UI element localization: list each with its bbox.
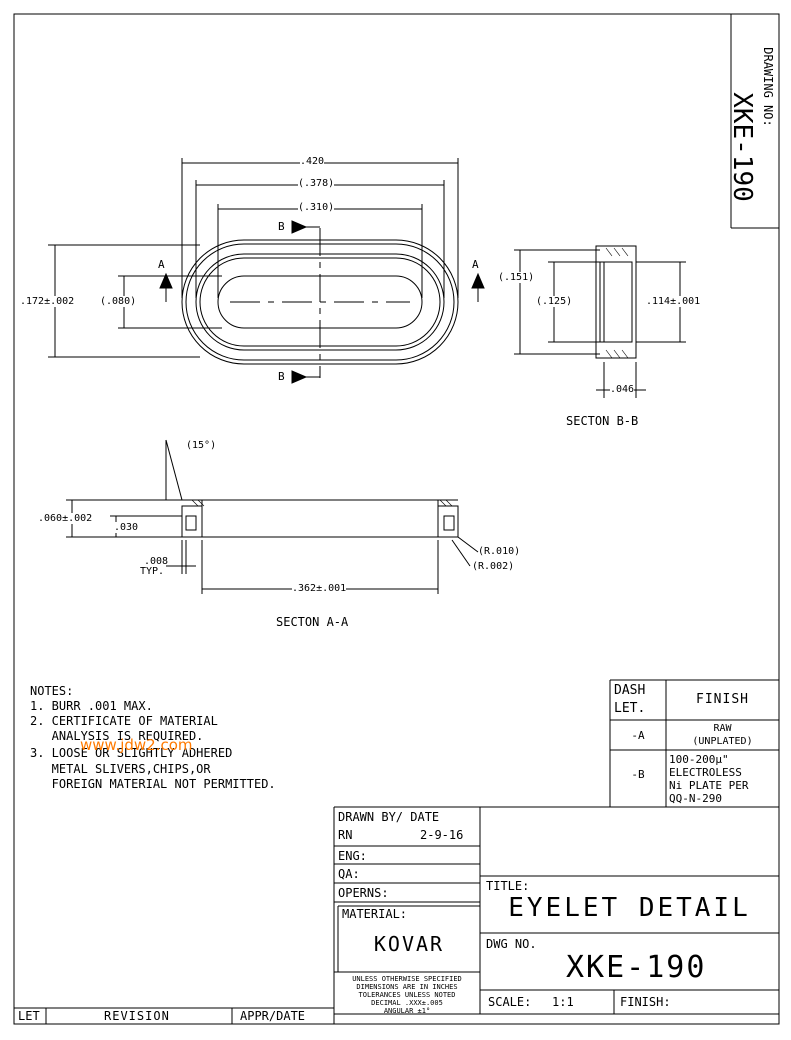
note-line-1: 1. BURR .001 MAX. <box>30 699 153 713</box>
section-mark-b-bottom: B <box>278 370 285 383</box>
revision-let-header: LET <box>18 1009 40 1023</box>
plan-view <box>181 228 459 378</box>
dim-362: .362±.001 <box>292 583 347 594</box>
finish-row-b-value: 100-200µ" ELECTROLESS Ni PLATE PER QQ-N-… <box>669 753 749 805</box>
eng-label: ENG: <box>338 849 367 863</box>
note-line-4: 3. LOOSE OR SLIGHTLY ADHERED <box>30 746 233 760</box>
dim-378: (.378) <box>298 178 335 189</box>
finish-header: FINISH <box>696 692 749 707</box>
tolerance-note: UNLESS OTHERWISE SPECIFIED DIMENSIONS AR… <box>352 975 462 1015</box>
drawn-by-initials: RN <box>338 828 353 842</box>
finish-row-a-value: RAW (UNPLATED) <box>692 723 753 747</box>
dim-r010: (R.010) <box>478 546 521 557</box>
watermark: www.jdw2.com <box>80 736 193 754</box>
dim-15-deg: (15°) <box>186 440 217 451</box>
drawn-by-label: DRAWN BY/ DATE <box>338 810 440 824</box>
material-value: KOVAR <box>373 932 445 956</box>
finish-row-b-dash: -B <box>631 768 645 781</box>
revision-header: REVISION <box>104 1009 170 1023</box>
note-line-3: ANALYSIS IS REQUIRED. <box>30 729 204 743</box>
note-line-2: 2. CERTIFICATE OF MATERIAL <box>30 714 218 728</box>
section-bb-label: SECTON B-B <box>566 414 639 428</box>
operns-label: OPERNS: <box>338 886 389 900</box>
dim-046: .046 <box>610 384 635 395</box>
drawing-no-label: DRAWING NO: <box>761 47 775 127</box>
note-line-5: METAL SLIVERS,CHIPS,OR <box>30 762 211 776</box>
note-line-6: FOREIGN MATERIAL NOT PERMITTED. <box>30 777 276 791</box>
finish-dash-let-header: DASH LET. <box>614 683 646 716</box>
dim-008: .008 <box>144 556 169 567</box>
section-aa-label: SECTON A-A <box>276 615 349 629</box>
dim-114: .114±.001 <box>646 296 701 307</box>
dim-172: .172±.002 <box>20 296 75 307</box>
section-mark-a-left: A <box>158 258 165 271</box>
plan-dimensions <box>48 158 459 358</box>
title-block-lines <box>333 806 779 1024</box>
dim-125: (.125) <box>536 296 573 307</box>
title-label: TITLE: <box>486 879 530 893</box>
notes-title: NOTES: <box>30 684 74 698</box>
revision-strip-lines <box>14 1007 334 1024</box>
drawing-border <box>13 13 780 1025</box>
section-mark-a-right: A <box>472 258 479 271</box>
dim-080: (.080) <box>100 296 137 307</box>
section-bb <box>514 245 686 398</box>
section-arrows <box>159 220 485 384</box>
section-aa <box>66 439 479 594</box>
dim-060: .060±.002 <box>38 513 93 524</box>
finish-row-a-dash: -A <box>631 729 645 742</box>
qa-label: QA: <box>338 867 360 881</box>
section-mark-b-top: B <box>278 220 285 233</box>
dim-r002: (R.002) <box>472 561 515 572</box>
dim-420: .420 <box>300 156 325 167</box>
scale-value: 1:1 <box>552 995 574 1009</box>
drawn-by-date: 2-9-16 <box>420 828 464 842</box>
finish-label: FINISH: <box>620 995 671 1009</box>
dim-typ: TYP. <box>140 566 165 577</box>
drawing-no-side: XKE-190 <box>727 92 757 202</box>
dwg-no-value: XKE-190 <box>566 950 707 985</box>
material-label: MATERIAL: <box>342 907 408 921</box>
dim-310: (.310) <box>298 202 335 213</box>
scale-label: SCALE: <box>488 995 532 1009</box>
drawing-title: EYELET DETAIL <box>508 893 751 923</box>
dwg-no-label: DWG NO. <box>486 937 537 951</box>
dim-030: .030 <box>114 522 139 533</box>
dim-151: (.151) <box>498 272 535 283</box>
revision-appr-date-header: APPR/DATE <box>240 1009 306 1023</box>
